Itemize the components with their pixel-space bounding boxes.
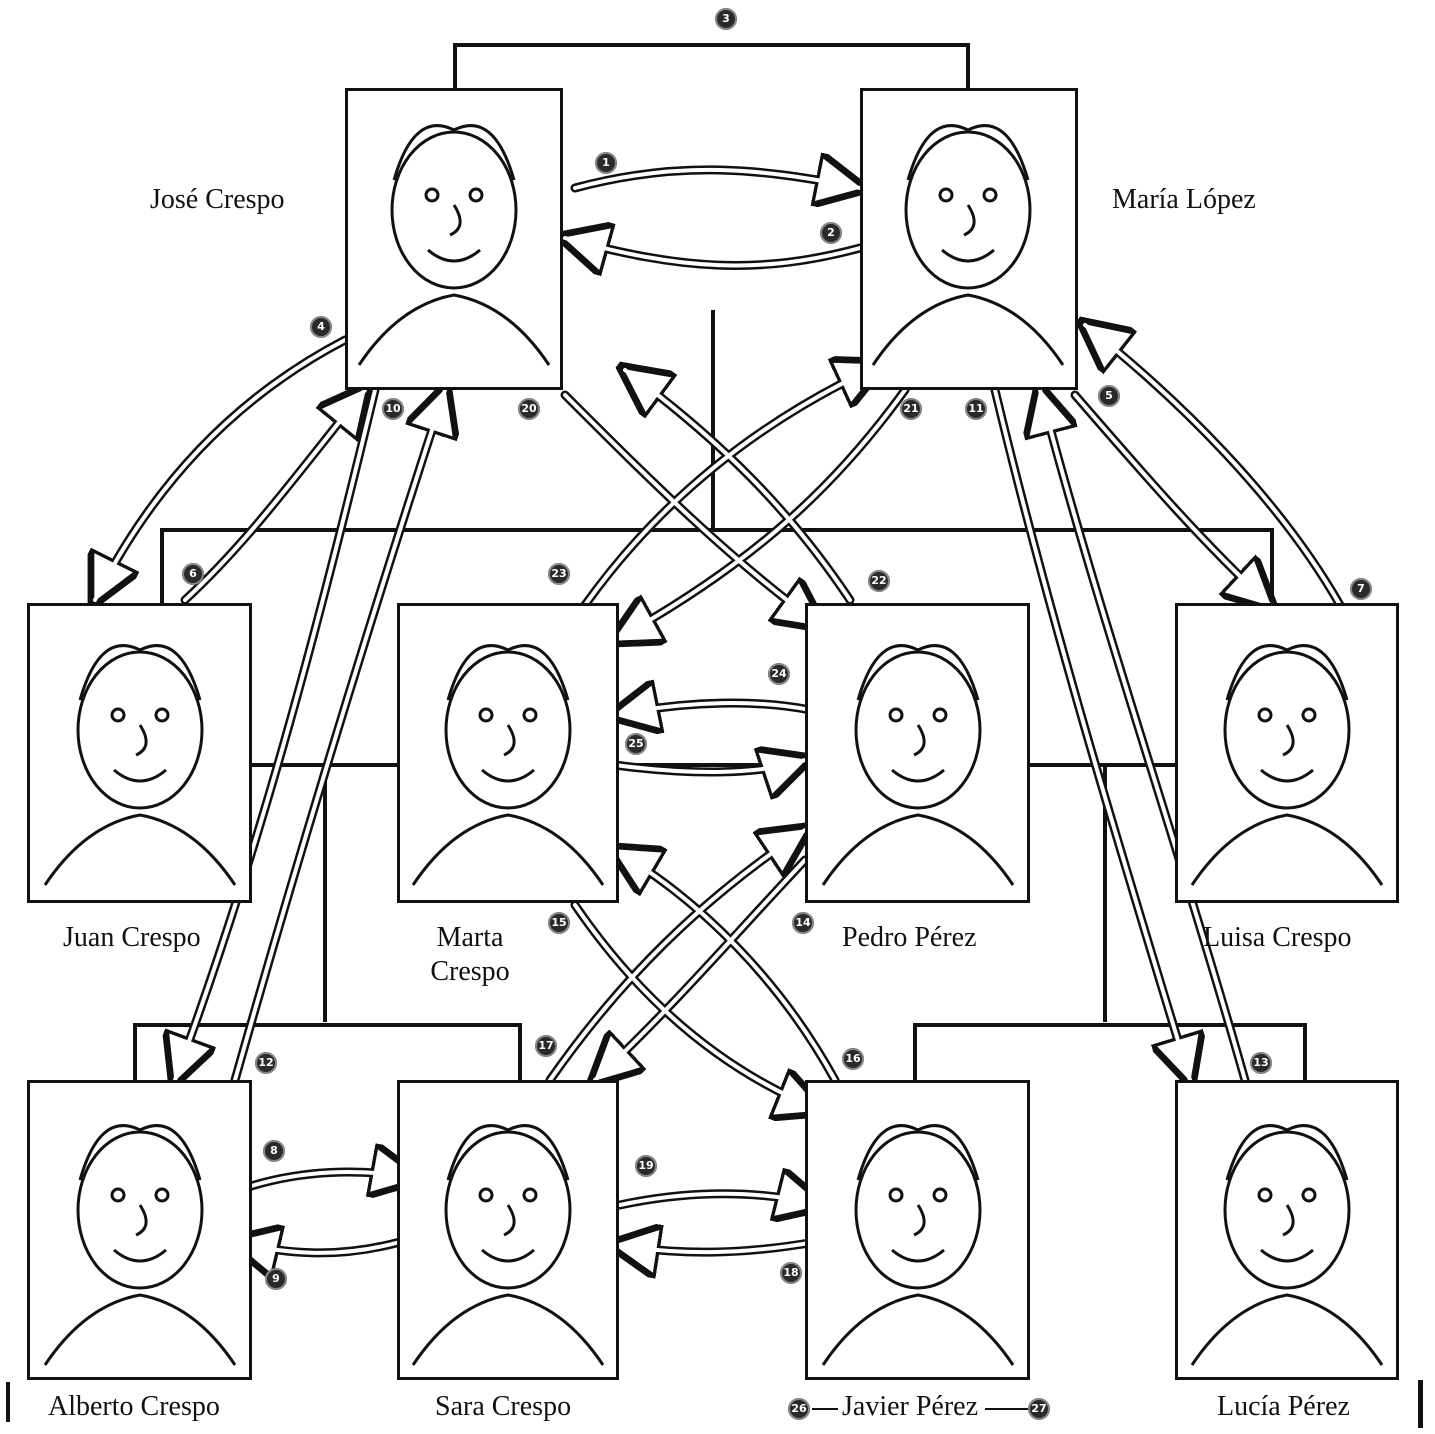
name-pedro: Pedro Pérez (842, 922, 977, 953)
marker-27: 27 (1028, 1398, 1050, 1420)
marker-15: 15 (548, 912, 570, 934)
marker-5: 5 (1098, 385, 1120, 407)
marker-13: 13 (1250, 1052, 1272, 1074)
marker-9: 9 (265, 1268, 287, 1290)
arrow-8-fill (243, 1170, 417, 1190)
arrow-9-fill (233, 1240, 402, 1255)
marker-10: 10 (382, 398, 404, 420)
arrow-11-fill (993, 388, 1192, 1082)
name-javier: Javier Pérez (842, 1391, 979, 1422)
arrow-18-fill (613, 1240, 817, 1255)
marker-6: 6 (182, 563, 204, 585)
arrow-19-fill (618, 1191, 822, 1207)
marker-8: 8 (263, 1140, 285, 1162)
portrait-lucia (1175, 1080, 1399, 1380)
name-marta-line2: Crespo (430, 956, 510, 987)
name-sara: Sara Crespo (435, 1391, 572, 1422)
marker-3: 3 (715, 8, 737, 30)
bracket-crespo-kids (133, 1023, 522, 1080)
portrait-sara (397, 1080, 619, 1380)
marker-2: 2 (820, 222, 842, 244)
name-jose: José Crespo (150, 184, 285, 215)
arrow-24-fill (613, 701, 812, 717)
left-margin-bar (6, 1382, 10, 1422)
portrait-marta (397, 603, 619, 903)
arrow-23-fill (583, 363, 882, 607)
arrow-10-fill (173, 388, 377, 1082)
marker-17: 17 (535, 1035, 557, 1057)
right-margin-bar (1418, 1380, 1423, 1428)
arrow-12-fill (233, 388, 447, 1082)
portrait-juan (27, 603, 252, 903)
marker-18: 18 (780, 1262, 802, 1284)
marker-4: 4 (310, 316, 332, 338)
marker-1: 1 (595, 152, 617, 174)
arrow-6-fill (183, 388, 367, 602)
marker-23: 23 (548, 563, 570, 585)
marker-7: 7 (1350, 578, 1372, 600)
portrait-pedro (805, 603, 1030, 903)
arrow-2-outline (565, 238, 865, 265)
name-luisa: Luisa Crespo (1203, 922, 1352, 953)
arrow-5-fill (1073, 393, 1272, 607)
name-juan: Juan Crespo (63, 922, 201, 953)
bracket-perez-kids (913, 1023, 1307, 1080)
portrait-alberto (27, 1080, 252, 1380)
name-marta: Marta Crespo (415, 921, 525, 989)
marker-16: 16 (842, 1048, 864, 1070)
marker-20: 20 (518, 398, 540, 420)
name-lucia: Lucía Pérez (1217, 1391, 1350, 1422)
marker-25: 25 (625, 733, 647, 755)
name-marta-line1: Marta (436, 922, 504, 953)
arrow-25-fill (613, 758, 807, 774)
arrow-15-fill (573, 903, 822, 1112)
arrow-2-fill (563, 236, 862, 268)
name-maria: María López (1112, 184, 1256, 215)
arrow-17-fill (548, 828, 807, 1082)
marker-26: 26 (788, 1398, 810, 1420)
marker-21: 21 (900, 398, 922, 420)
portrait-luisa (1175, 603, 1399, 903)
marker-24: 24 (768, 663, 790, 685)
arrow-4-fill (93, 338, 347, 602)
bracket-grandparents (453, 43, 970, 88)
arrow-13-fill (1038, 388, 1247, 1082)
arrow-16-fill (613, 848, 837, 1082)
portrait-jose (345, 88, 563, 390)
arrow-20-fill (563, 393, 822, 627)
arrow-14-fill (593, 858, 807, 1082)
arrow-7-fill (1083, 323, 1342, 607)
marker-22: 22 (868, 570, 890, 592)
name-alberto: Alberto Crespo (48, 1391, 220, 1422)
arrow-21-fill (613, 388, 907, 642)
marker-11: 11 (965, 398, 987, 420)
portrait-maria (860, 88, 1078, 390)
arrow-22-fill (623, 368, 852, 602)
portrait-javier (805, 1080, 1030, 1380)
arrow-1-fill (573, 167, 862, 190)
marker-19: 19 (635, 1155, 657, 1177)
arrow-7-outline (1085, 325, 1345, 610)
marker-12: 12 (255, 1052, 277, 1074)
marker-14: 14 (792, 912, 814, 934)
